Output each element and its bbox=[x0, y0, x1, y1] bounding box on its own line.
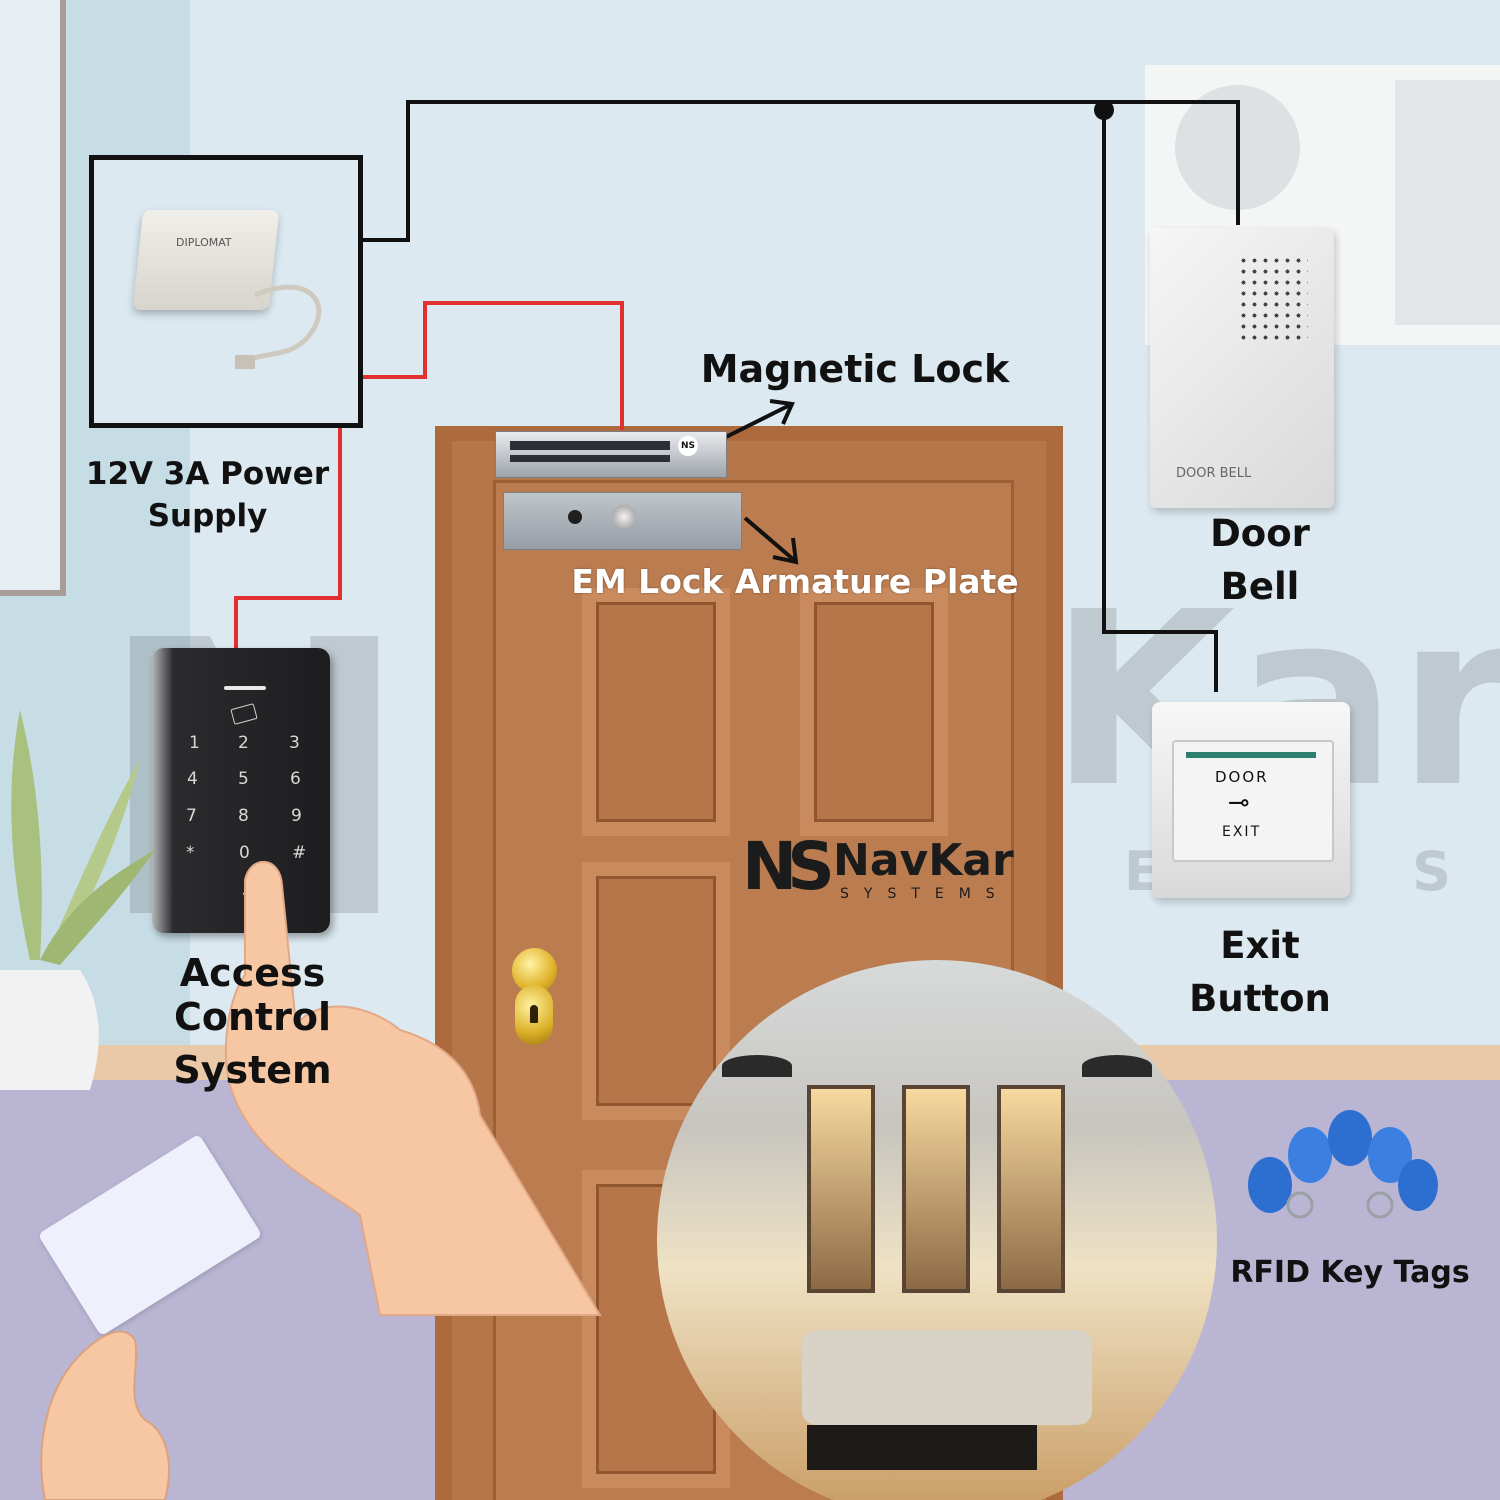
armature-bolt bbox=[612, 505, 636, 529]
room-pendant-lamp bbox=[722, 1055, 792, 1077]
magnetic-lock-slot bbox=[510, 455, 670, 462]
power-supply-label-line2: Supply bbox=[147, 497, 268, 534]
power-supply-brand: DIPLOMAT bbox=[176, 236, 232, 249]
wire-black-bell bbox=[358, 100, 1240, 242]
access-control-label-line2: System bbox=[173, 1048, 332, 1093]
pointing-hand-illustration bbox=[224, 860, 602, 1316]
wire-junction bbox=[1094, 100, 1114, 120]
keypad-key-8: 8 bbox=[238, 806, 249, 826]
keypad-key-1: 1 bbox=[189, 733, 200, 753]
navkar-logo-mark: NS bbox=[742, 828, 835, 905]
room-coffee-table bbox=[807, 1425, 1037, 1470]
keypad-key-2: 2 bbox=[238, 733, 249, 753]
wire-red-keypad bbox=[234, 425, 342, 650]
room-sofa bbox=[802, 1330, 1092, 1425]
keypad-key-hash: # bbox=[292, 843, 307, 863]
keypad-key-0: 0 bbox=[239, 843, 250, 863]
wire-red-maglock bbox=[358, 301, 624, 430]
keypad-key-7: 7 bbox=[186, 806, 197, 826]
power-supply-label: 12V 3A Power Supply bbox=[80, 456, 335, 534]
magnetic-lock-slot bbox=[510, 441, 670, 450]
access-control-label-line1: Access Control bbox=[173, 951, 332, 1039]
keypad-key-6: 6 bbox=[290, 769, 301, 789]
keyhole bbox=[530, 1005, 538, 1023]
exit-button-label: Exit Button bbox=[1160, 924, 1360, 1020]
door-panel-top-right bbox=[800, 588, 948, 836]
exit-button-door-text: DOOR bbox=[1215, 768, 1269, 786]
door-bell-speaker-grille bbox=[1238, 255, 1308, 340]
magnetic-lock-badge: NS bbox=[678, 436, 698, 456]
window-frame bbox=[0, 0, 66, 596]
navkar-logo-name: NavKar bbox=[833, 835, 1014, 886]
room-wall-niche bbox=[807, 1085, 875, 1293]
room-photo-circle bbox=[657, 960, 1217, 1500]
armature-plate-label: EM Lock Armature Plate bbox=[571, 562, 1019, 601]
arrow-maglock bbox=[725, 403, 791, 439]
arrow-armature-head bbox=[772, 537, 799, 565]
power-cable-icon bbox=[235, 284, 322, 369]
keypad-key-4: 4 bbox=[187, 769, 198, 789]
exit-button-indicator bbox=[1186, 752, 1316, 758]
right-window-pane bbox=[1395, 80, 1500, 325]
wire-black-exit bbox=[1102, 102, 1218, 692]
access-control-keypad bbox=[152, 648, 330, 933]
arrow-armature bbox=[743, 516, 796, 562]
door-bell-label: Door Bell bbox=[1165, 512, 1355, 608]
keypad-indicator-light bbox=[224, 686, 266, 690]
exit-button-face bbox=[1172, 740, 1334, 862]
door-panel-top-left bbox=[582, 588, 730, 836]
power-supply-label-line1: 12V 3A Power bbox=[85, 456, 330, 492]
room-wall-niche bbox=[902, 1085, 970, 1293]
keypad-key-star: * bbox=[186, 843, 195, 863]
exit-button-exit-text: EXIT bbox=[1222, 824, 1262, 840]
exit-button-label-line1: Exit bbox=[1220, 924, 1300, 967]
rfid-tags-label: RFID Key Tags bbox=[1230, 1255, 1470, 1290]
card-holding-hand bbox=[40, 1330, 170, 1500]
armature-screw bbox=[568, 510, 582, 524]
arrow-maglock-head bbox=[769, 399, 795, 425]
door-bell-label-line2: Bell bbox=[1220, 564, 1300, 608]
rfid-key-tags-illustration bbox=[1248, 1110, 1438, 1219]
door-bell-label-line1: Door bbox=[1210, 512, 1310, 555]
keypad-key-9: 9 bbox=[291, 806, 302, 826]
access-control-label: Access Control System bbox=[95, 951, 410, 1093]
navkar-logo-tagline: SYSTEMS bbox=[840, 886, 1010, 902]
key-icon: ⊸ bbox=[1228, 788, 1250, 818]
door-bell-plate-text: DOOR BELL bbox=[1176, 466, 1252, 481]
keypad-key-5: 5 bbox=[238, 769, 249, 789]
exit-button-label-line2: Button bbox=[1189, 976, 1331, 1020]
plant-illustration bbox=[0, 710, 155, 1090]
magnetic-lock-label: Magnetic Lock bbox=[700, 347, 1010, 391]
room-wall-niche bbox=[997, 1085, 1065, 1293]
keypad-key-3: 3 bbox=[289, 733, 300, 753]
room-pendant-lamp bbox=[1082, 1055, 1152, 1077]
